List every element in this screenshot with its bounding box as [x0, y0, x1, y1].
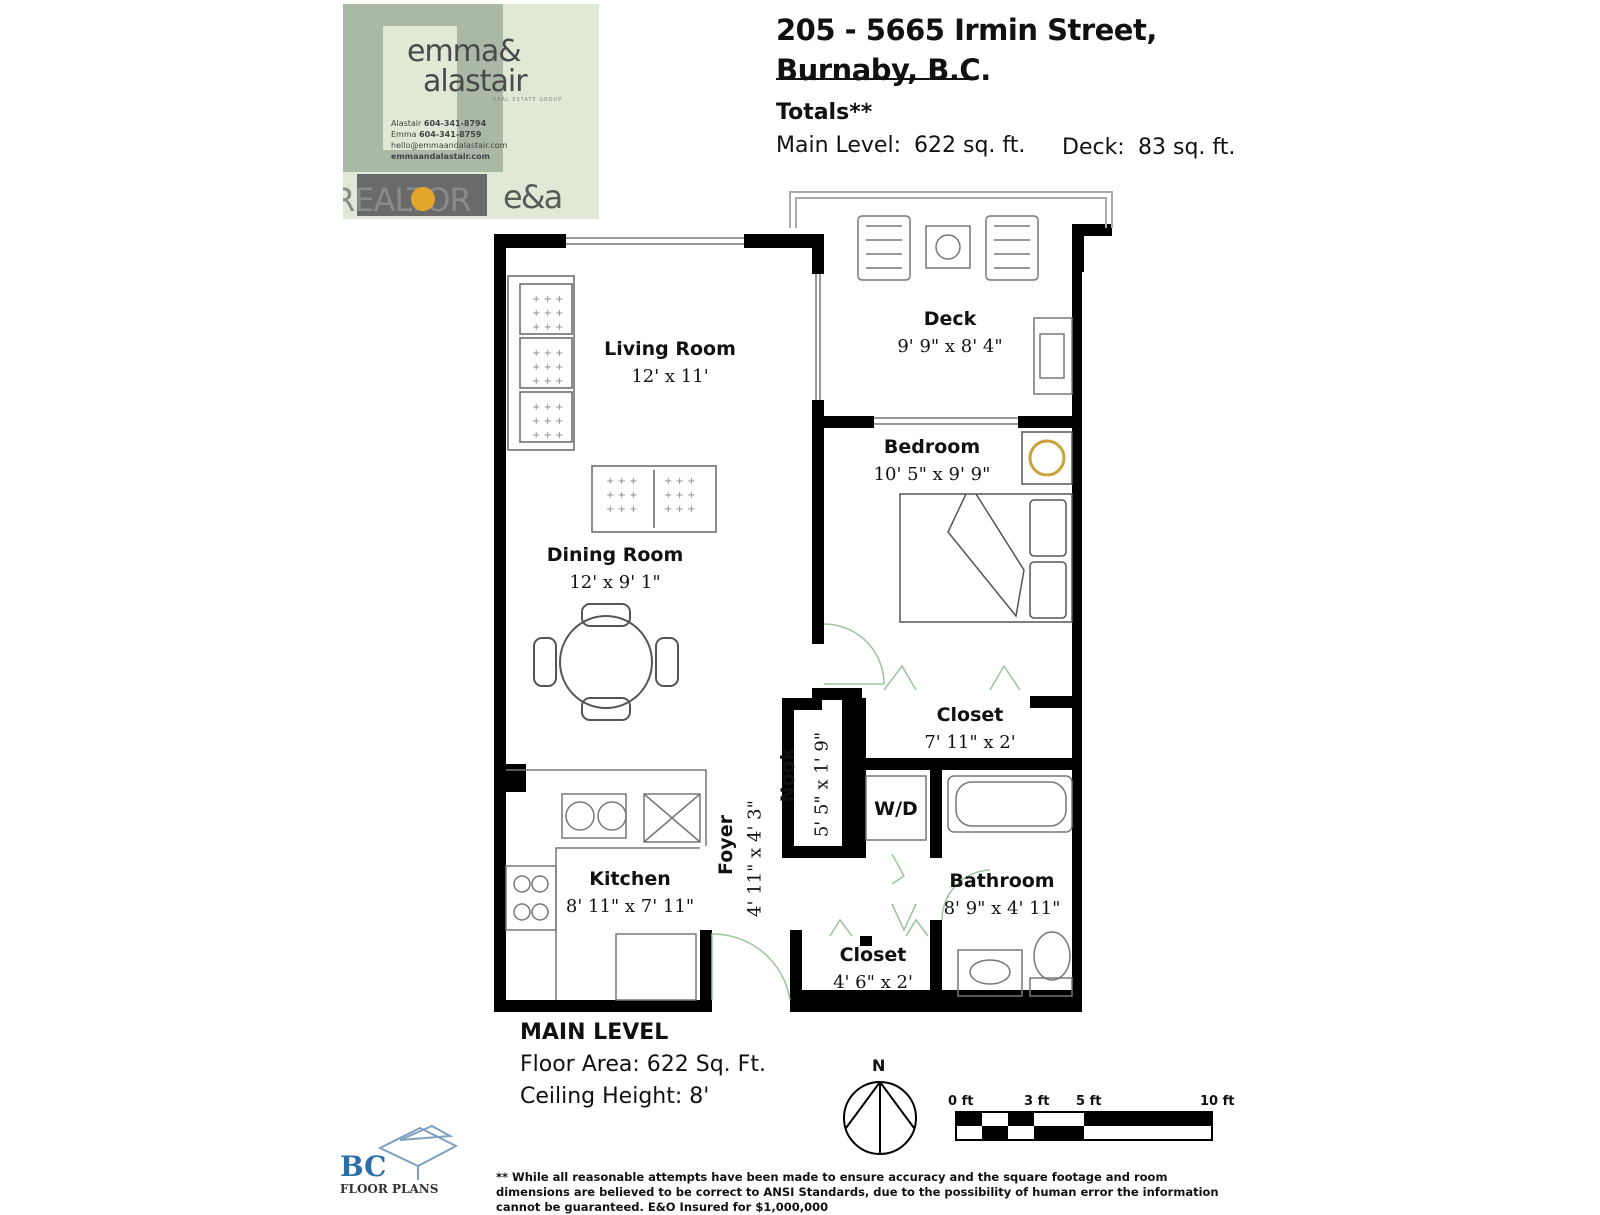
living-furniture: [507, 275, 717, 533]
svg-text:+ + +: + + +: [532, 376, 564, 387]
compass-north-label: N: [872, 1056, 886, 1075]
bath-fixtures: [865, 775, 1073, 997]
contact-website: emmaandalastair.com: [391, 152, 490, 161]
scale-label-3: 3 ft: [1024, 1094, 1050, 1109]
contact1-phone: 604-341-8794: [423, 119, 487, 128]
contact2-phone: 604-341-8759: [419, 130, 482, 139]
bc-subtitle: FLOOR PLANS: [340, 1182, 439, 1196]
svg-text:+ + +: + + +: [532, 322, 564, 333]
deck-railing: [789, 191, 1113, 228]
logo-watermark: [343, 4, 503, 172]
bathroom-name: Bathroom: [949, 870, 1055, 892]
kitchen-fixtures: [505, 769, 707, 1001]
bed: [899, 431, 1073, 623]
main-level-value: 622 sq. ft.: [914, 133, 1026, 158]
bedroom-closet-name: Closet: [936, 704, 1004, 726]
disclaimer: ** While all reasonable attempts have be…: [496, 1170, 1219, 1214]
windows: [566, 237, 1018, 425]
logo-monogram: e&a: [503, 178, 563, 216]
svg-text:+ + +: + + +: [532, 402, 564, 413]
address-underline: [776, 78, 972, 80]
washer-dryer-label: W/D: [874, 798, 918, 820]
svg-text:+ + +: + + +: [532, 294, 564, 305]
walls: [494, 224, 1112, 1012]
svg-text:+ + +: + + +: [664, 490, 696, 501]
deck-furniture: [857, 215, 1073, 395]
totals-label: Totals**: [776, 100, 873, 125]
logo-brand-top: emma&: [407, 34, 522, 69]
hall-closet-name: Closet: [839, 944, 907, 966]
bedroom-name: Bedroom: [883, 436, 981, 458]
realtor-mark: REALTOR: [343, 181, 472, 219]
svg-text:+ + +: + + +: [606, 490, 638, 501]
address-line-1: 205 - 5665 Irmin Street,: [776, 13, 1157, 47]
nook-name: Nook: [777, 747, 799, 803]
foyer-name: Foyer: [715, 815, 737, 875]
scale-label-0: 0 ft: [948, 1094, 974, 1109]
deck-total-label: Deck:: [1062, 135, 1125, 160]
bedroom-dims: 10' 5" x 9' 9": [873, 464, 991, 485]
main-level-title: MAIN LEVEL: [520, 1020, 669, 1045]
main-level-label: Main Level:: [776, 133, 901, 158]
svg-text:+ + +: + + +: [664, 504, 696, 515]
hall-closet-dims: 4' 6" x 2': [833, 972, 913, 993]
logo-tagline: REAL ESTATE GROUP: [493, 97, 563, 103]
svg-text:+ + +: + + +: [532, 348, 564, 359]
living-room-dims: 12' x 11': [631, 366, 709, 387]
contact-email: hello@emmaandalastair.com: [391, 141, 508, 150]
deck-dims: 9' 9" x 8' 4": [897, 336, 1003, 357]
bedroom-closet-dims: 7' 11" x 2': [924, 732, 1016, 753]
ceiling-height: Ceiling Height: 8': [520, 1084, 710, 1109]
bc-logo-icon: [377, 1124, 459, 1180]
dining-table: [533, 603, 679, 721]
svg-text:+ + +: + + +: [606, 504, 638, 515]
address-line-2: Burnaby, B.C.: [776, 53, 991, 87]
deck-total-value: 83 sq. ft.: [1138, 135, 1236, 160]
deck-name: Deck: [923, 308, 977, 330]
logo-brand-bottom: alastair: [423, 64, 528, 99]
door-swings: [711, 623, 1021, 1001]
contact2-name: Emma: [391, 130, 417, 139]
realtor-o-icon: [411, 187, 435, 211]
svg-text:+ + +: + + +: [532, 416, 564, 427]
svg-text:+ + +: + + +: [664, 476, 696, 487]
svg-text:+ + +: + + +: [532, 308, 564, 319]
logo-contacts: Alastair 604-341-8794 Emma 604-341-8759 …: [391, 118, 507, 162]
scale-bar: [955, 1111, 1213, 1141]
contact1-name: Alastair: [391, 119, 422, 128]
compass-rose: [843, 1081, 917, 1155]
dining-room-dims: 12' x 9' 1": [569, 572, 661, 593]
realtor-logo: emma& alastair REAL ESTATE GROUP Alastai…: [343, 4, 599, 219]
svg-text:+ + +: + + +: [606, 476, 638, 487]
dining-room-name: Dining Room: [546, 544, 684, 566]
svg-text:+ + +: + + +: [532, 362, 564, 373]
kitchen-name: Kitchen: [589, 868, 671, 890]
living-room-name: Living Room: [604, 338, 736, 360]
bc-mark: BC: [340, 1150, 387, 1183]
cushion-marks: + + + + + + + + + + + + + + + + + + + + + + +…: [532, 294, 696, 515]
foyer-dims: 4' 11" x 4' 3": [744, 800, 766, 917]
scale-label-5: 5 ft: [1076, 1094, 1102, 1109]
kitchen-dims: 8' 11" x 7' 11": [565, 896, 695, 917]
nook-dims: 5' 5" x 1' 9": [811, 731, 833, 838]
floor-area: Floor Area: 622 Sq. Ft.: [520, 1052, 766, 1077]
bathroom-dims: 8' 9" x 4' 11": [943, 898, 1061, 919]
scale-label-10: 10 ft: [1200, 1094, 1235, 1109]
svg-text:+ + +: + + +: [532, 430, 564, 441]
